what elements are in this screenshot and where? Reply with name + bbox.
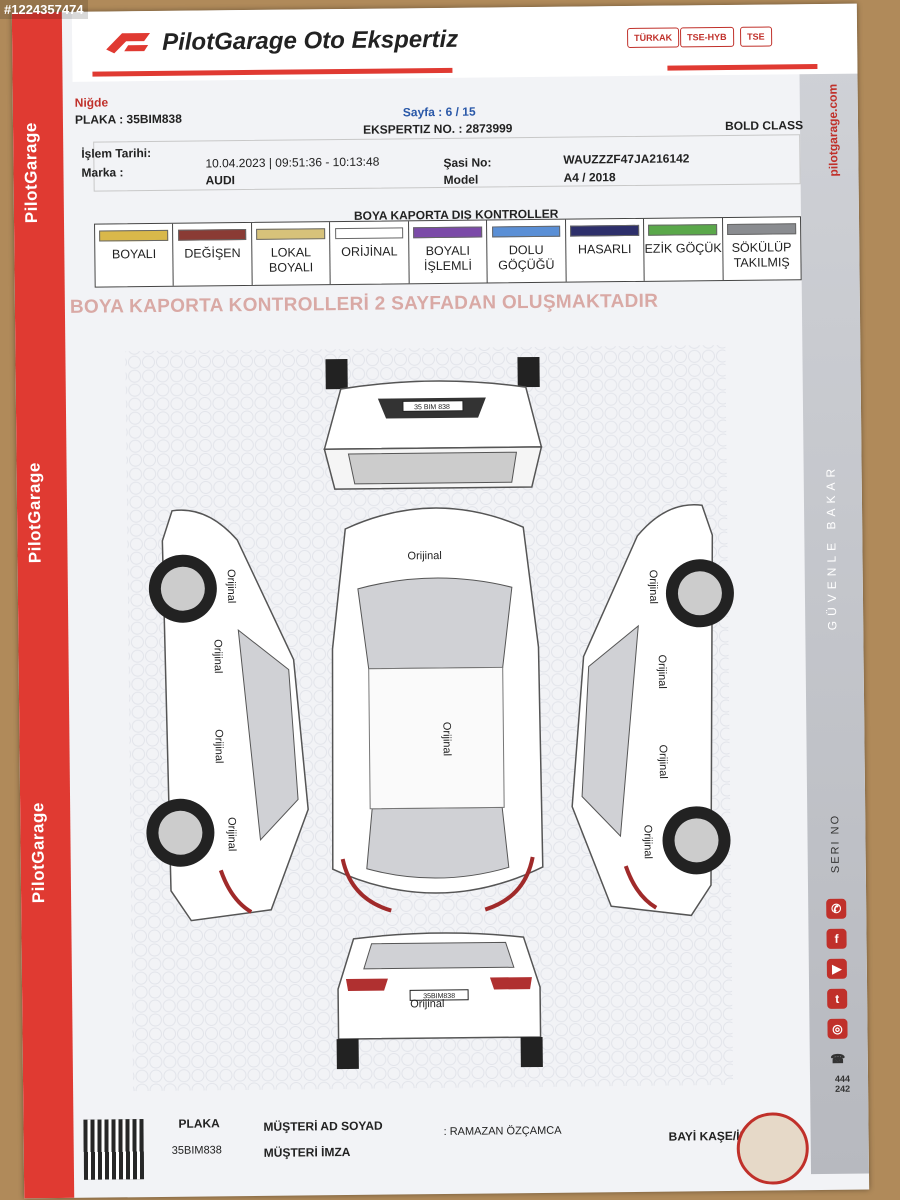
legend-item: HASARLI: [565, 218, 645, 282]
legend-label: ORİJİNAL: [341, 244, 398, 260]
front-plate: 35 BIM 838: [414, 404, 450, 411]
brand-label: Marka :: [81, 165, 124, 180]
customer-name-label: MÜŞTERİ AD SOYAD: [263, 1118, 383, 1134]
report-page: PilotGarage PilotGarage PilotGarage pilo…: [11, 3, 870, 1199]
dealer-stamp-icon: [736, 1112, 810, 1185]
legend-item: BOYALI: [95, 223, 175, 287]
label-roof: Orijinal: [440, 721, 453, 757]
whatsapp-icon: ✆: [826, 898, 847, 919]
legend-swatch: [570, 224, 639, 237]
right-band: pilotgarage.com GÜVENLE BAKAR SERI NO ✆ …: [799, 63, 870, 1175]
side-brand-1: PilotGarage: [20, 122, 42, 224]
legend-swatch: [648, 224, 718, 236]
model-label: Model: [443, 172, 479, 187]
car-front-view: [323, 356, 543, 490]
process-date-value: 10.04.2023 | 09:51:36 - 10:13:48: [205, 154, 380, 171]
report-title: PilotGarage Oto Ekspertiz: [161, 25, 459, 56]
label-right-4: Orijinal: [641, 824, 654, 860]
rear-plate: 35BIM838: [423, 993, 455, 1000]
legend-label: DEĞİŞEN: [184, 246, 241, 261]
legend-swatch: [177, 229, 247, 241]
legend-item: ORİJİNAL: [330, 221, 410, 285]
city: Niğde: [74, 95, 109, 110]
footer-plate-label: PLAKA: [178, 1116, 220, 1131]
plate-line: PLAKA : 35BIM838: [74, 111, 182, 127]
image-watermark: #1224357474: [0, 0, 88, 19]
legend-label: HASARLI: [577, 241, 632, 257]
legend-label: BOYALI: [111, 246, 157, 262]
customer-signature-label: MÜŞTERİ İMZA: [263, 1144, 351, 1160]
serial-label: SERI NO: [829, 813, 842, 874]
banner-notice: BOYA KAPORTA KONTROLLERİ 2 SAYFADAN OLUŞ…: [69, 290, 659, 318]
label-left-3: Orijinal: [212, 729, 225, 764]
youtube-icon: ▶: [826, 958, 847, 979]
slogan: GÜVENLE BAKAR: [823, 463, 840, 631]
label-left-4: Orijinal: [225, 817, 238, 852]
header: PilotGarage Oto Ekspertiz TÜRKAK TSE-HYB…: [71, 3, 858, 82]
car-right-side-view: [571, 503, 734, 917]
car-left-side-view: [146, 509, 309, 922]
phone-top: 444: [834, 1073, 851, 1084]
left-brand-band: PilotGarage PilotGarage PilotGarage: [11, 11, 75, 1199]
process-date-label: İşlem Tarihi:: [81, 146, 152, 161]
legend-swatch: [256, 228, 326, 240]
legend-swatch: [334, 227, 404, 240]
car-diagram-svg: 35 BIM 838: [125, 345, 734, 1092]
label-right-1: Orijinal: [646, 569, 660, 604]
label-right-2: Orijinal: [655, 654, 669, 689]
legend-label: DOLU GÖÇÜĞÜ: [498, 242, 555, 273]
legend-label: EZİK GÖÇÜK: [644, 241, 722, 256]
chassis-value: WAUZZZF47JA216142: [563, 151, 690, 167]
brand-value: AUDI: [205, 173, 235, 188]
legend-swatch: [726, 223, 796, 235]
car-rear-view: [336, 932, 543, 1070]
phone-icon: ☎: [830, 1051, 846, 1066]
site-url: pilotgarage.com: [825, 83, 841, 177]
qr-code-icon: [83, 1119, 145, 1180]
side-brand-2: PilotGarage: [24, 462, 45, 564]
package-name: BOLD CLASS: [724, 118, 804, 133]
car-top-view: [331, 507, 544, 913]
cert-tse-hyb: TSE-HYB: [680, 26, 734, 48]
cert-turkak: TÜRKAK: [627, 27, 680, 49]
footer: PLAKA 35BIM838 MÜŞTERİ AD SOYAD : RAMAZA…: [83, 1104, 810, 1192]
legend-item: LOKAL BOYALI: [251, 222, 331, 285]
facebook-icon: f: [826, 928, 847, 949]
legend-item: BOYALI İŞLEMLİ: [408, 220, 488, 284]
label-left-1: Orijinal: [224, 569, 238, 604]
chassis-label: Şasi No:: [443, 155, 492, 170]
side-brand-3: PilotGarage: [28, 802, 49, 904]
legend-label: SÖKÜLÜP TAKILMIŞ: [731, 240, 792, 270]
model-value: A4 / 2018: [563, 170, 616, 185]
footer-plate-value: 35BIM838: [171, 1144, 222, 1157]
car-diagram: 35 BIM 838: [85, 334, 793, 1092]
label-left-2: Orijinal: [211, 639, 224, 674]
legend-item: DEĞİŞEN: [173, 222, 253, 286]
pilotgarage-logo-icon: [106, 33, 151, 54]
label-right-3: Orijinal: [656, 744, 669, 779]
label-hood: Orijinal: [407, 549, 442, 563]
phone-bottom: 242: [835, 1083, 851, 1094]
paint-legend: BOYALI DEĞİŞEN LOKAL BOYALI ORİJİNAL BOYALI …: [94, 216, 802, 288]
legend-swatch: [491, 225, 561, 238]
legend-swatch: [413, 226, 482, 239]
legend-swatch: [99, 229, 169, 242]
legend-item: EZİK GÖÇÜK: [644, 218, 724, 281]
page-number: Sayfa : 6 / 15: [402, 104, 476, 120]
report-number: EKSPERTIZ NO. : 2873999: [362, 121, 513, 137]
legend-label: BOYALI İŞLEMLİ: [423, 243, 473, 274]
customer-name-value: : RAMAZAN ÖZÇAMCA: [443, 1124, 562, 1138]
legend-label: LOKAL BOYALI: [268, 245, 314, 275]
cert-tse: TSE: [740, 26, 772, 47]
label-rear: Orijinal: [410, 997, 445, 1011]
legend-item: SÖKÜLÜP TAKILMIŞ: [723, 217, 801, 280]
instagram-icon: ◎: [827, 1018, 848, 1039]
twitter-icon: t: [827, 988, 848, 1009]
legend-item: DOLU GÖÇÜĞÜ: [487, 219, 567, 283]
